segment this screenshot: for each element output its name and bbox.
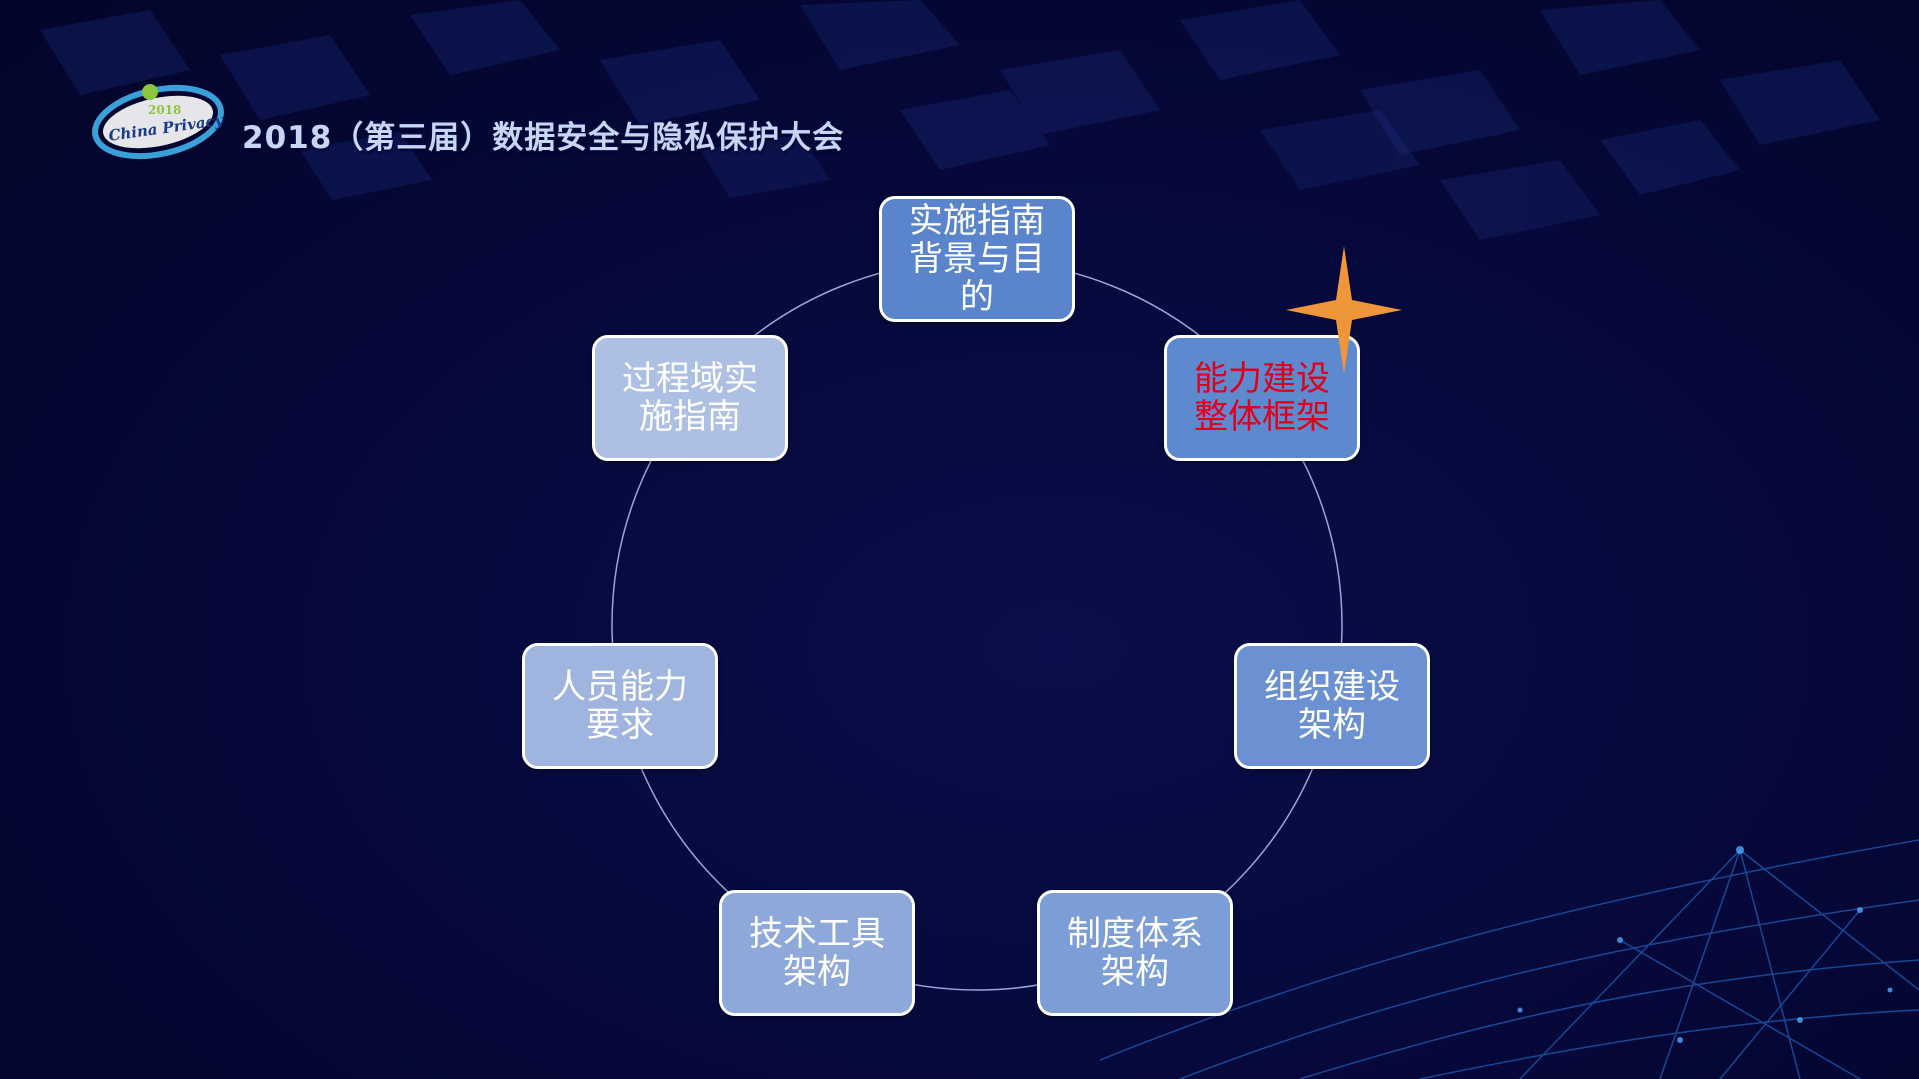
background-tiles [40, 0, 1880, 240]
china-privacy-logo: 2018 China Privacy [92, 84, 226, 160]
cycle-node-personnel[interactable]: 人员能力要求 [522, 643, 718, 769]
cycle-node-process-area[interactable]: 过程域实施指南 [592, 335, 788, 461]
cycle-node-label: 人员能力要求 [552, 667, 688, 745]
cycle-node-institution[interactable]: 制度体系架构 [1037, 890, 1233, 1016]
cycle-node-technical-tools[interactable]: 技术工具架构 [719, 890, 915, 1016]
cycle-node-label: 组织建设架构 [1264, 667, 1400, 745]
cycle-node-capability-framework[interactable]: 能力建设整体框架 [1164, 335, 1360, 461]
cycle-node-label: 技术工具架构 [749, 914, 885, 992]
cycle-node-label: 能力建设整体框架 [1194, 359, 1330, 437]
cycle-node-label: 实施指南背景与目的 [909, 201, 1045, 317]
page-title: 2018（第三届）数据安全与隐私保护大会 [242, 120, 845, 156]
background-network-graphic [1100, 839, 1919, 1079]
star-icon [1286, 246, 1402, 374]
cycle-node-label: 制度体系架构 [1067, 914, 1203, 992]
svg-text:2018: 2018 [148, 103, 181, 117]
cycle-node-organization[interactable]: 组织建设架构 [1234, 643, 1430, 769]
cycle-node-label: 过程域实施指南 [622, 359, 758, 437]
cycle-node-background-purpose[interactable]: 实施指南背景与目的 [879, 196, 1075, 322]
